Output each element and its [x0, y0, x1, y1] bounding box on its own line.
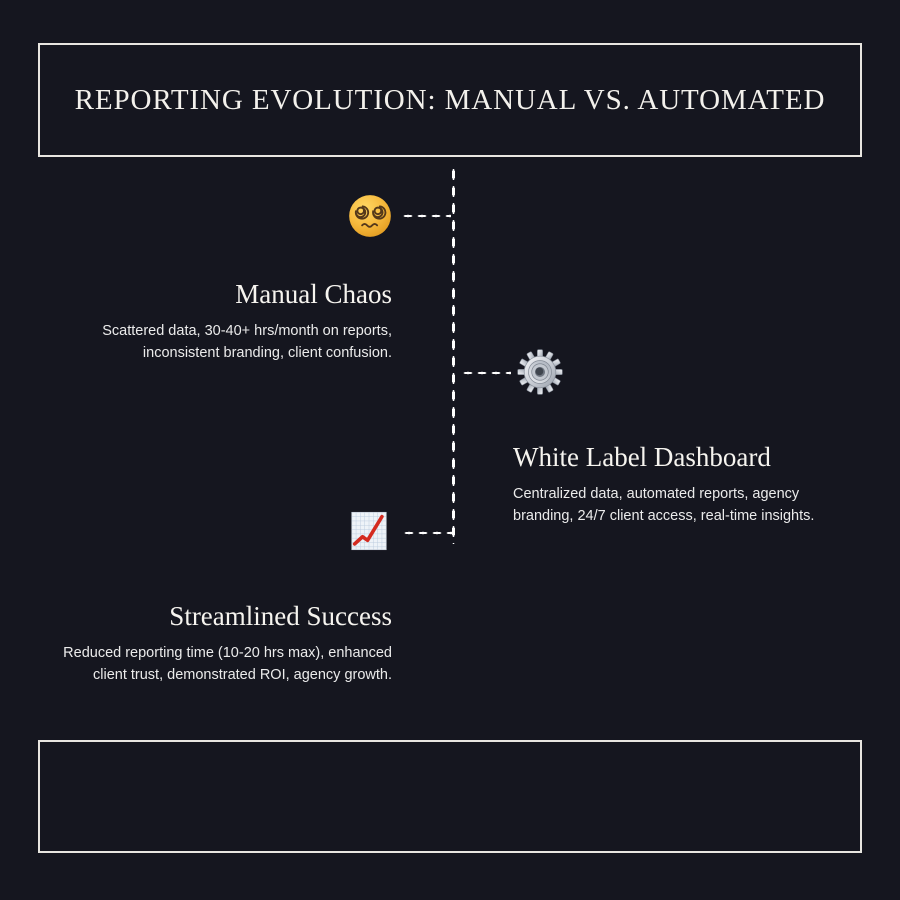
stage-heading: White Label Dashboard [513, 442, 771, 472]
stage-white-label-dashboard: White Label Dashboard Centralized data, … [513, 442, 861, 528]
stage-body: Reduced reporting time (10-20 hrs max), … [63, 645, 392, 683]
gear-icon [517, 349, 563, 395]
timeline-spine [451, 166, 456, 544]
footer-panel [38, 740, 862, 853]
dizzy-face-icon [347, 193, 393, 239]
connector-dots-stage-3 [402, 531, 452, 535]
stage-heading: Streamlined Success [169, 601, 392, 631]
stage-streamlined-success: Streamlined Success Reduced reporting ti… [52, 601, 392, 687]
connector-dots-stage-1 [401, 214, 451, 218]
stage-body: Centralized data, automated reports, age… [513, 486, 815, 524]
stage-heading: Manual Chaos [235, 279, 392, 309]
title-banner: REPORTING EVOLUTION: MANUAL VS. AUTOMATE… [38, 43, 862, 157]
chart-increasing-icon [346, 508, 392, 554]
stage-manual-chaos: Manual Chaos Scattered data, 30-40+ hrs/… [52, 279, 392, 365]
footer-caption [40, 742, 860, 851]
connector-dots-stage-2 [461, 371, 511, 375]
page-title: REPORTING EVOLUTION: MANUAL VS. AUTOMATE… [74, 83, 826, 116]
stage-body: Scattered data, 30-40+ hrs/month on repo… [102, 323, 392, 361]
